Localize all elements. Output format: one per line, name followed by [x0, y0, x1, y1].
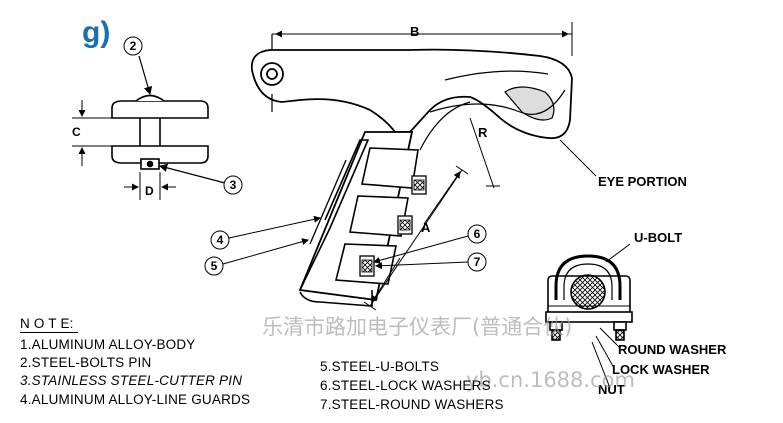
callout-6: 6: [373, 224, 487, 264]
svg-text:5: 5: [211, 259, 218, 273]
note-item: 5.STEEL-U-BOLTS: [320, 359, 440, 374]
nut-label: NUT: [598, 382, 625, 397]
notes-heading: N O T E:: [20, 316, 74, 331]
note-item: 6.STEEL-LOCK WASHERS: [320, 378, 491, 393]
round-washer-label: ROUND WASHER: [618, 342, 727, 357]
eye-portion-leader: [559, 139, 597, 177]
bolt-pin-detail: [72, 55, 226, 200]
lock-washer-label: LOCK WASHER: [612, 362, 710, 377]
callout-7: 7: [375, 252, 487, 272]
callout-3: 3: [223, 175, 243, 195]
note-item: 7.STEEL-ROUND WASHERS: [320, 397, 504, 412]
u-bolt-leaders: [591, 243, 631, 389]
keeper-blocks: [334, 147, 419, 285]
watermark-site: yb.cn.1688.com: [466, 368, 635, 392]
underline-rule: [20, 332, 78, 333]
dimension-c-label: C: [72, 125, 81, 139]
dimension-b: [272, 22, 573, 56]
svg-text:3: 3: [230, 178, 237, 192]
u-bolt-section: [545, 254, 633, 341]
callout-4: 4: [210, 215, 321, 250]
note-item: 4.ALUMINUM ALLOY-LINE GUARDS: [20, 392, 251, 407]
note-item: 2.STEEL-BOLTS PIN: [20, 355, 152, 370]
dimension-a-label: A: [421, 220, 431, 235]
callout-2: 2: [123, 36, 143, 56]
radius-r-label: R: [478, 125, 488, 140]
figure-label: g): [82, 16, 110, 49]
svg-text:2: 2: [130, 39, 137, 53]
notes-heading-underline: [20, 316, 80, 333]
dimension-d-label: D: [145, 184, 154, 198]
svg-text:7: 7: [474, 255, 481, 269]
watermark-company: 乐清市路加电子仪表厂(普通合伙): [262, 315, 572, 339]
svg-text:6: 6: [474, 227, 481, 241]
bolt-nuts: [359, 175, 427, 277]
radius-r: [469, 117, 500, 189]
dimension-b-label: B: [410, 24, 419, 39]
svg-text:4: 4: [217, 233, 224, 247]
note-item: 3.STAINLESS STEEL-CUTTER PIN: [20, 373, 243, 388]
note-item: 1.ALUMINUM ALLOY-BODY: [20, 337, 196, 352]
u-bolt-label: U-BOLT: [634, 230, 682, 245]
callout-5: 5: [204, 238, 309, 276]
eye-portion-label: EYE PORTION: [598, 174, 687, 189]
